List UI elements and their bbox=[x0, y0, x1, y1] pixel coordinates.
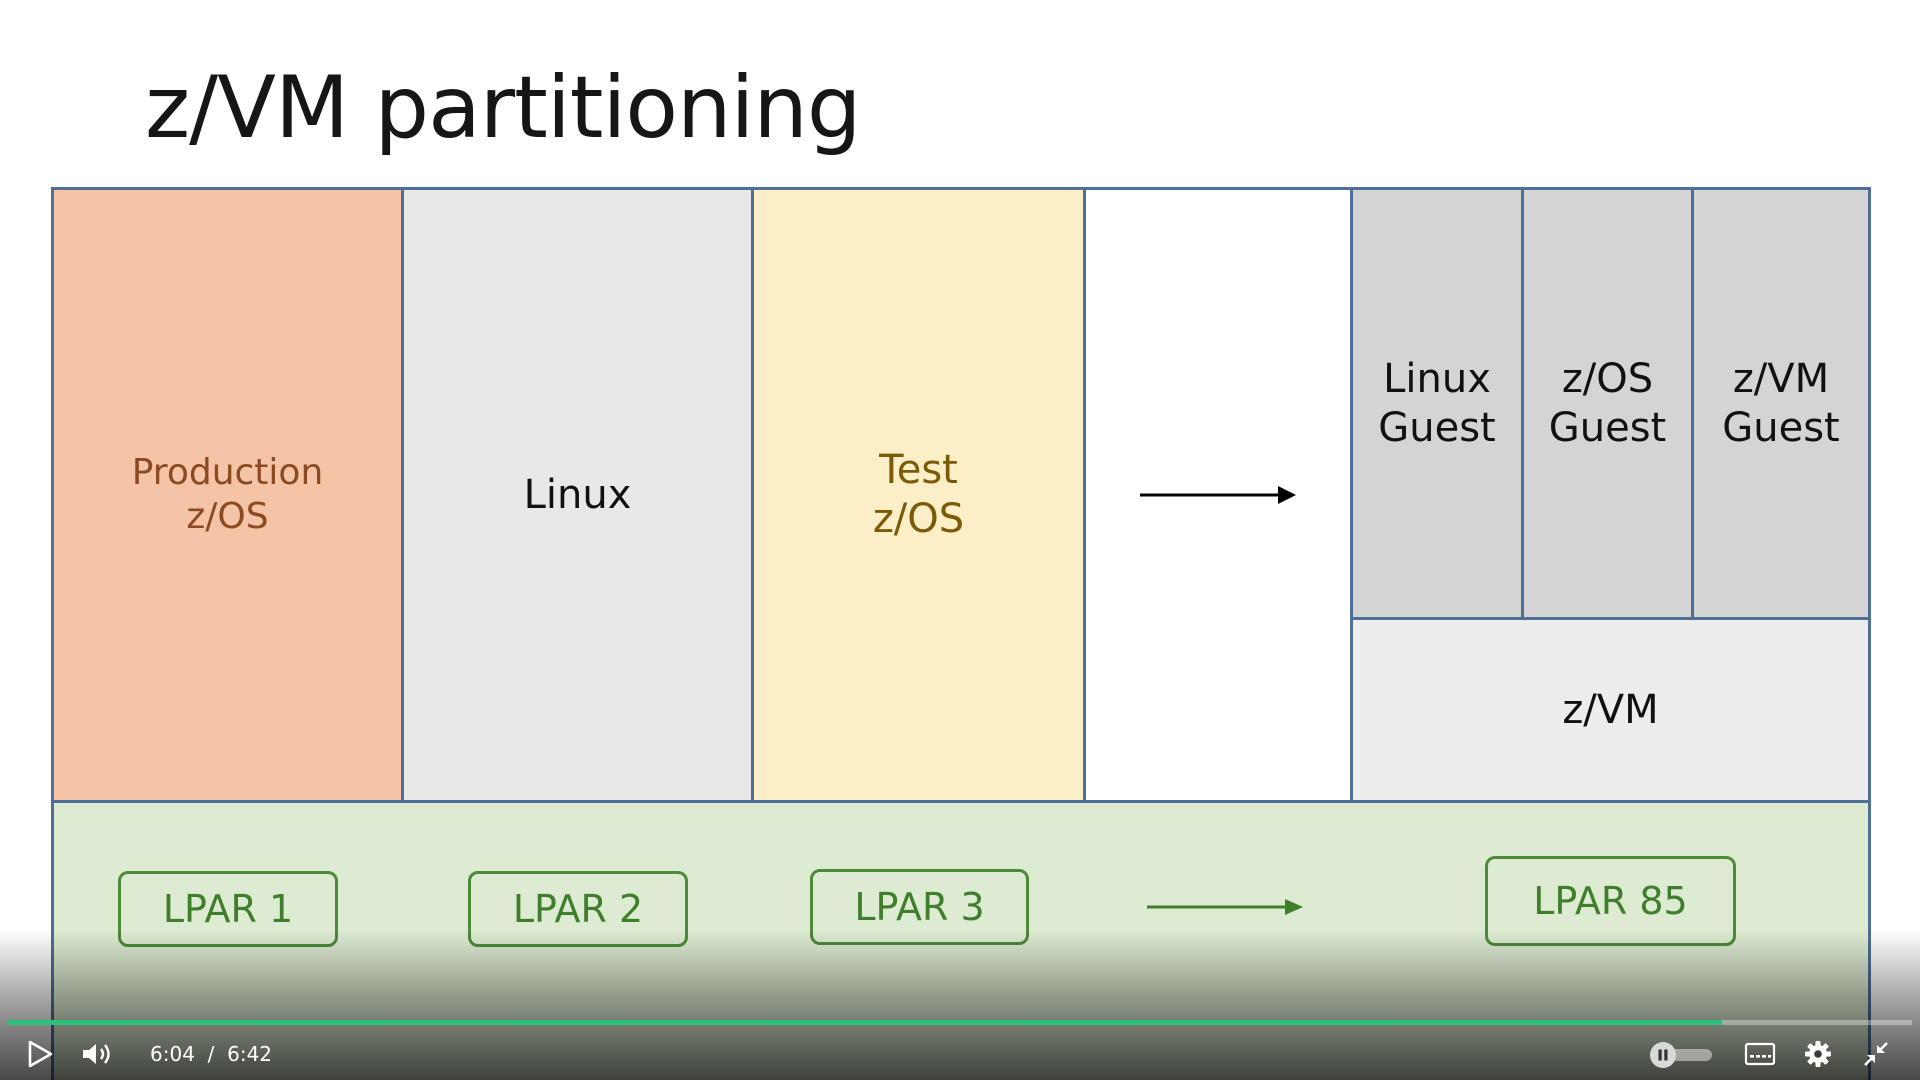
time-display: 6:04 / 6:42 bbox=[150, 1040, 272, 1068]
progress-fill bbox=[8, 1020, 1722, 1025]
guest-label-line1: Linux bbox=[1383, 355, 1491, 402]
settings-gear-icon bbox=[1805, 1041, 1831, 1067]
zvm-guest-partition: z/VM Guest bbox=[1691, 187, 1871, 620]
right-arrow-icon bbox=[1140, 486, 1296, 504]
slide-title: z/VM partitioning bbox=[145, 58, 861, 158]
partition-label-line1: Linux bbox=[523, 471, 632, 518]
linux-guest-partition: Linux Guest bbox=[1350, 187, 1524, 620]
captions-button[interactable] bbox=[1740, 1038, 1780, 1070]
partition-label-line2: z/OS bbox=[186, 496, 269, 537]
hypervisor-label: z/VM bbox=[1562, 686, 1659, 733]
production-zos-partition: Production z/OS bbox=[51, 187, 404, 803]
captions-icon bbox=[1744, 1042, 1776, 1066]
guest-label-line2: Guest bbox=[1722, 404, 1840, 451]
play-icon bbox=[28, 1040, 53, 1068]
partition-label-line1: Test bbox=[879, 447, 958, 494]
play-button[interactable] bbox=[20, 1038, 60, 1070]
guest-label-line2: Guest bbox=[1548, 404, 1667, 451]
time-separator: / bbox=[207, 1042, 215, 1066]
lpar-2-box: LPAR 2 bbox=[468, 871, 688, 947]
guest-label-line1: z/VM bbox=[1732, 355, 1830, 402]
autoplay-toggle-icon bbox=[1650, 1042, 1712, 1068]
current-time: 6:04 bbox=[150, 1042, 195, 1066]
exit-fullscreen-icon bbox=[1864, 1042, 1888, 1066]
settings-button[interactable] bbox=[1798, 1038, 1838, 1070]
lpar-3-box: LPAR 3 bbox=[810, 869, 1029, 945]
exit-fullscreen-button[interactable] bbox=[1856, 1038, 1896, 1070]
partition-label-line1: Production bbox=[131, 452, 324, 494]
volume-button[interactable] bbox=[78, 1038, 118, 1070]
continuation-cell bbox=[1083, 187, 1353, 803]
volume-icon bbox=[83, 1044, 110, 1064]
duration: 6:42 bbox=[227, 1042, 273, 1066]
guest-label-line1: z/OS bbox=[1561, 355, 1654, 402]
test-zos-partition: Test z/OS bbox=[751, 187, 1086, 803]
guest-label-line2: Guest bbox=[1378, 404, 1496, 451]
partition-label-line2: z/OS bbox=[872, 496, 965, 542]
lpar-right-arrow-icon bbox=[1147, 899, 1303, 915]
lpar-1-box: LPAR 1 bbox=[118, 871, 338, 947]
zos-guest-partition: z/OS Guest bbox=[1521, 187, 1694, 620]
linux-partition: Linux bbox=[401, 187, 754, 803]
progress-bar[interactable] bbox=[8, 1020, 1912, 1025]
autoplay-toggle[interactable] bbox=[1648, 1042, 1716, 1068]
zvm-hypervisor-box: z/VM bbox=[1350, 617, 1871, 803]
lpar-85-box: LPAR 85 bbox=[1485, 856, 1736, 946]
